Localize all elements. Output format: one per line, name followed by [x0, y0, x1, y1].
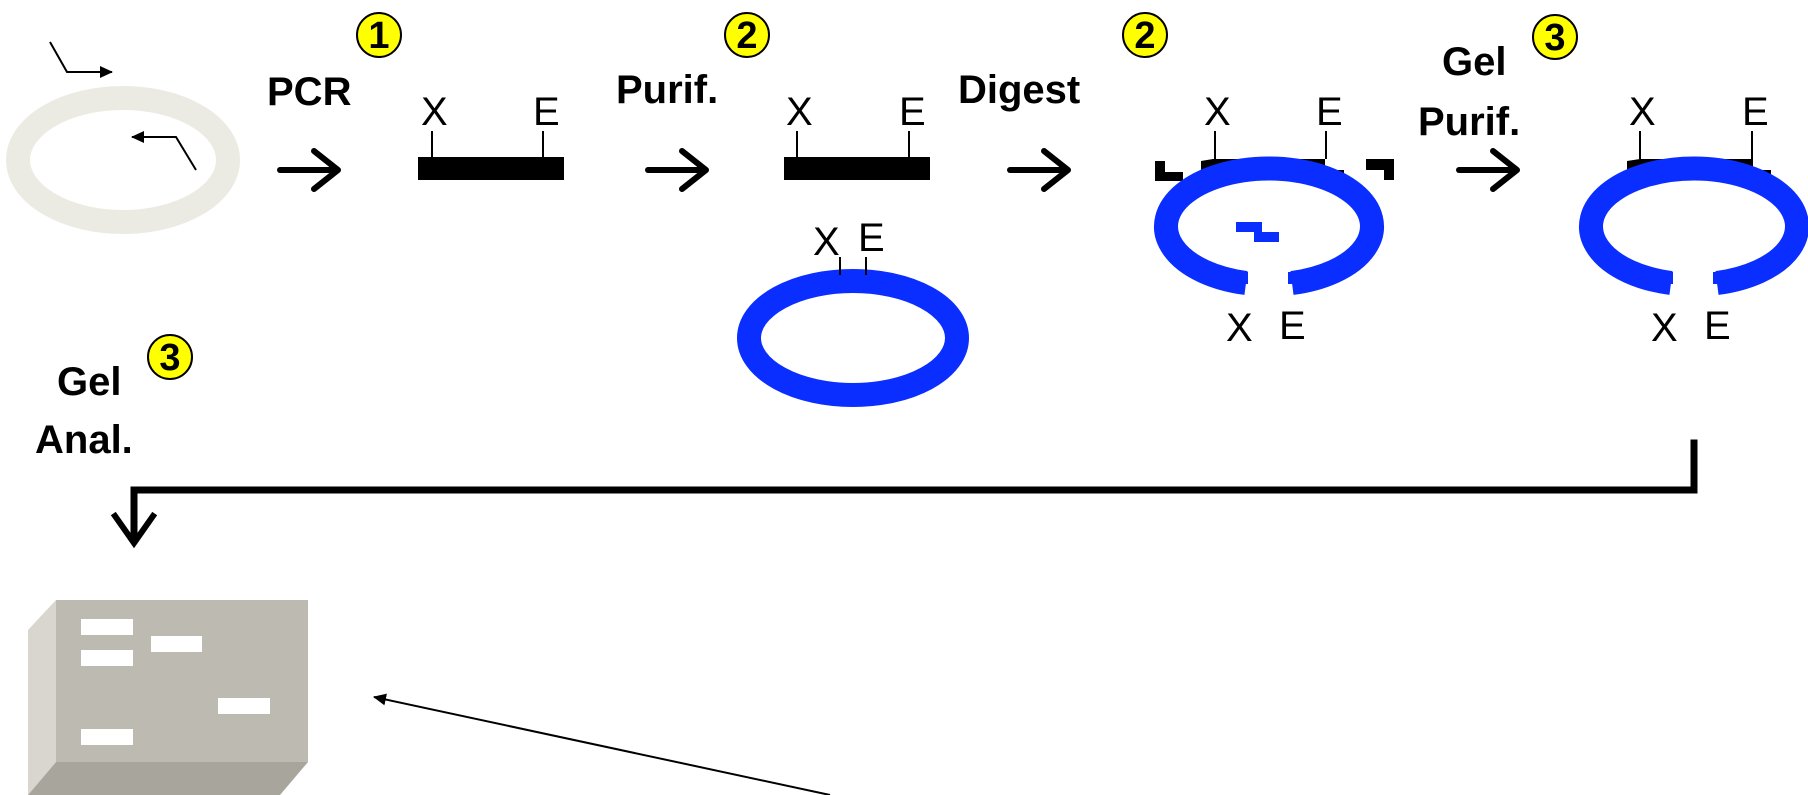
purified-product	[784, 131, 930, 180]
step-badge-digest: 2	[1122, 12, 1168, 58]
step-label-gel-anal-line2: Anal.	[35, 418, 133, 462]
gel-band	[218, 698, 270, 714]
gel-band	[81, 619, 133, 635]
site-label-x: X	[1226, 306, 1253, 350]
step-arrow-pcr	[277, 148, 341, 192]
template-plasmid	[6, 86, 240, 234]
step-badge-pcr: 1	[356, 12, 402, 58]
step-label-purif: Purif.	[616, 68, 719, 112]
step-label-pcr: PCR	[267, 70, 352, 114]
site-label-e: E	[533, 90, 560, 134]
forward-primer	[49, 41, 113, 78]
vector-plasmid-uncut	[737, 257, 969, 407]
step-label-gel-purif-line1: Gel	[1442, 40, 1507, 84]
site-label-x: X	[1651, 306, 1678, 350]
step-label-gel-anal-line1: Gel	[57, 360, 122, 404]
step-badge-purif: 2	[724, 12, 770, 58]
agarose-gel	[28, 600, 308, 795]
step-badge-gel-anal: 3	[147, 334, 193, 380]
step-arrow-gel-purif	[1456, 148, 1520, 192]
site-label-x: X	[421, 90, 448, 134]
vector-plasmid-gel-purified	[1579, 156, 1808, 295]
site-label-e: E	[1742, 90, 1769, 134]
site-label-x: X	[786, 90, 813, 134]
site-label-e: E	[1316, 90, 1343, 134]
site-label-e: E	[1704, 304, 1731, 348]
pointer-arrow	[373, 693, 831, 795]
site-label-x: X	[813, 220, 840, 264]
site-label-e: E	[899, 90, 926, 134]
site-label-x: X	[1629, 90, 1656, 134]
pcr-product	[418, 131, 564, 180]
site-label-x: X	[1204, 90, 1231, 134]
gel-band	[81, 729, 133, 745]
step-badge-gel-purif: 3	[1532, 14, 1578, 60]
step-arrow-digest	[1007, 148, 1071, 192]
connector-to-gel-analysis	[110, 439, 1698, 549]
step-label-gel-purif-line2: Purif.	[1418, 100, 1521, 144]
step-arrow-purif	[645, 148, 709, 192]
reverse-primer	[131, 131, 197, 171]
step-label-digest: Digest	[958, 68, 1081, 112]
site-label-e: E	[1279, 304, 1306, 348]
site-label-e: E	[858, 216, 885, 260]
gel-band	[81, 650, 133, 666]
vector-plasmid-digested	[1154, 156, 1384, 295]
gel-band	[151, 636, 202, 652]
